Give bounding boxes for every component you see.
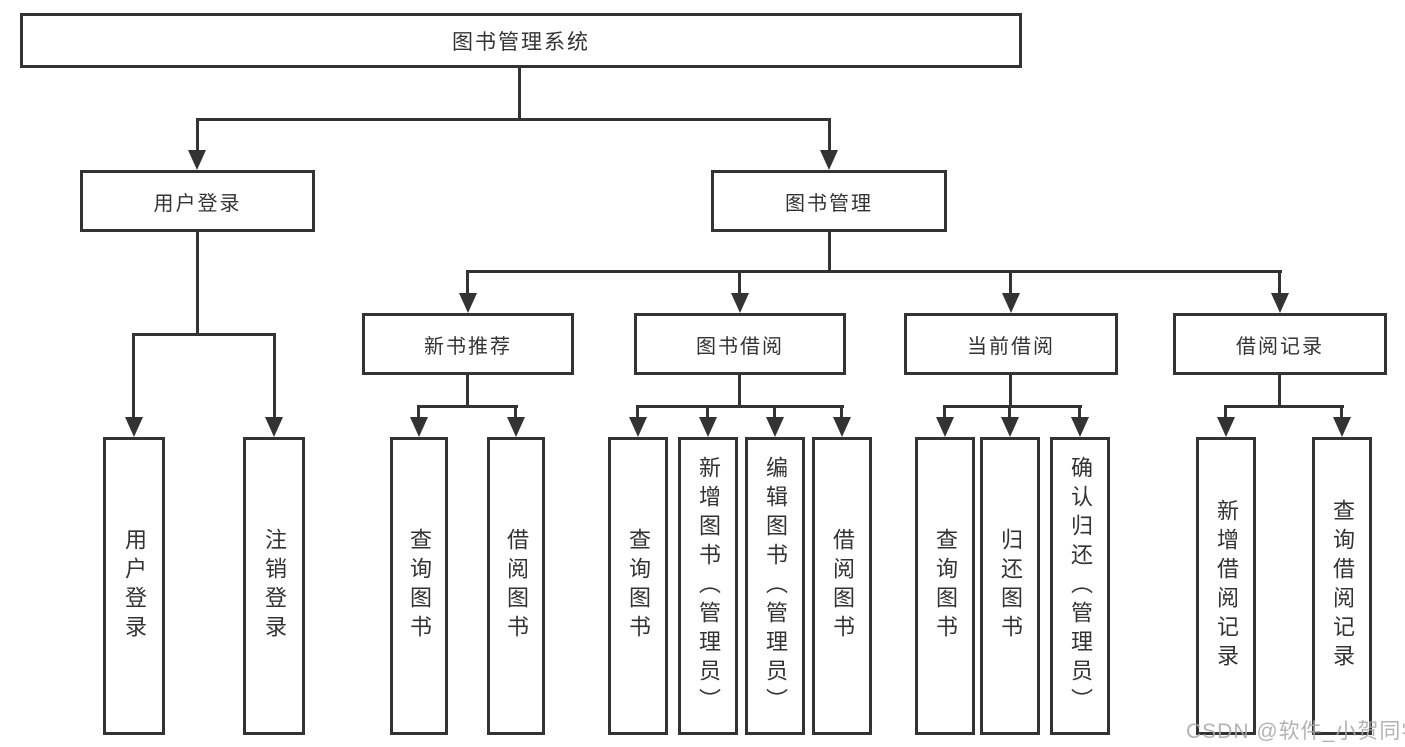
- node-new-book-recommend: 新书推荐: [362, 313, 574, 375]
- connector-line: [273, 333, 276, 419]
- arrowhead-down-icon: [188, 150, 206, 170]
- arrowhead-down-icon: [459, 293, 477, 313]
- arrowhead-down-icon: [766, 417, 784, 437]
- connector-line: [417, 405, 518, 408]
- leaf-return-books: 归还图书: [980, 437, 1040, 735]
- node-user-login: 用户登录: [80, 170, 315, 232]
- connector-line: [417, 405, 420, 419]
- connector-line: [636, 405, 639, 419]
- node-new-book-recommend-label: 新书推荐: [424, 335, 512, 358]
- node-book-management-label: 图书管理: [785, 192, 873, 215]
- connector-line: [196, 118, 199, 152]
- leaf-logout-label: 注销登录: [262, 528, 287, 644]
- arrowhead-down-icon: [731, 293, 749, 313]
- connector-line: [773, 405, 776, 419]
- watermark: CSDN @软件_小贺同学: [1186, 720, 1405, 743]
- leaf-user-login-label: 用户登录: [122, 528, 147, 644]
- connector-line: [1078, 405, 1081, 419]
- node-book-borrow-label: 图书借阅: [696, 335, 784, 358]
- connector-line: [1008, 405, 1011, 419]
- leaf-add-borrow-record-label: 新增借阅记录: [1214, 499, 1239, 673]
- arrowhead-down-icon: [1217, 417, 1235, 437]
- connector-line: [828, 232, 831, 273]
- connector-line: [1224, 405, 1227, 419]
- leaf-borrow-books-label: 借阅图书: [830, 528, 855, 644]
- leaf-query-books-borrow: 查询图书: [608, 437, 668, 735]
- leaf-query-books-borrow-label: 查询图书: [626, 528, 651, 644]
- leaf-add-books-admin: 新增图书（管理员）: [678, 437, 738, 735]
- node-current-borrow: 当前借阅: [904, 313, 1118, 375]
- node-borrow-records-label: 借阅记录: [1236, 335, 1324, 358]
- leaf-query-books-recommend-label: 查询图书: [407, 528, 432, 644]
- connector-line: [636, 405, 844, 408]
- node-book-management: 图书管理: [711, 170, 947, 232]
- arrowhead-down-icon: [1271, 293, 1289, 313]
- arrowhead-down-icon: [936, 417, 954, 437]
- connector-line: [466, 375, 469, 407]
- arrowhead-down-icon: [410, 417, 428, 437]
- arrowhead-down-icon: [125, 417, 143, 437]
- leaf-borrow-books-recommend-label: 借阅图书: [504, 528, 529, 644]
- leaf-logout: 注销登录: [243, 437, 305, 735]
- node-root: 图书管理系统: [20, 13, 1022, 68]
- connector-line: [1009, 270, 1012, 295]
- connector-line: [1278, 375, 1281, 407]
- connector-line: [943, 405, 946, 419]
- arrowhead-down-icon: [699, 417, 717, 437]
- leaf-query-books-current-label: 查询图书: [933, 528, 958, 644]
- connector-line: [1278, 270, 1281, 295]
- arrowhead-down-icon: [1002, 293, 1020, 313]
- arrowhead-down-icon: [1001, 417, 1019, 437]
- leaf-edit-books-admin: 编辑图书（管理员）: [745, 437, 805, 735]
- arrowhead-down-icon: [507, 417, 525, 437]
- arrowhead-down-icon: [833, 417, 851, 437]
- connector-line: [706, 405, 709, 419]
- node-book-borrow: 图书借阅: [634, 313, 846, 375]
- connector-line: [518, 67, 521, 120]
- arrowhead-down-icon: [820, 150, 838, 170]
- connector-line: [828, 118, 831, 152]
- leaf-return-books-label: 归还图书: [998, 528, 1023, 644]
- connector-line: [1009, 375, 1012, 407]
- arrowhead-down-icon: [1333, 417, 1351, 437]
- leaf-confirm-return-admin: 确认归还（管理员）: [1050, 437, 1110, 735]
- leaf-add-borrow-record: 新增借阅记录: [1196, 437, 1256, 735]
- leaf-query-books-current: 查询图书: [915, 437, 975, 735]
- connector-line: [196, 118, 831, 121]
- connector-line: [943, 405, 1082, 408]
- leaf-borrow-books-recommend: 借阅图书: [487, 437, 545, 735]
- connector-line: [196, 232, 199, 335]
- arrowhead-down-icon: [265, 417, 283, 437]
- connector-line: [514, 405, 517, 419]
- leaf-query-borrow-record: 查询借阅记录: [1312, 437, 1372, 735]
- leaf-add-books-admin-label: 新增图书（管理员）: [696, 455, 721, 717]
- connector-line: [466, 270, 469, 295]
- connector-line: [1224, 405, 1344, 408]
- connector-line: [466, 270, 1282, 273]
- leaf-query-borrow-record-label: 查询借阅记录: [1330, 499, 1355, 673]
- node-root-label: 图书管理系统: [452, 30, 590, 54]
- connector-line: [738, 270, 741, 295]
- arrowhead-down-icon: [629, 417, 647, 437]
- leaf-edit-books-admin-label: 编辑图书（管理员）: [763, 455, 788, 717]
- leaf-borrow-books: 借阅图书: [812, 437, 872, 735]
- connector-line: [738, 375, 741, 407]
- connector-line: [1340, 405, 1343, 419]
- node-borrow-records: 借阅记录: [1173, 313, 1387, 375]
- node-user-login-label: 用户登录: [153, 192, 242, 215]
- arrowhead-down-icon: [1071, 417, 1089, 437]
- connector-line: [132, 333, 276, 336]
- node-current-borrow-label: 当前借阅: [967, 335, 1055, 358]
- leaf-user-login: 用户登录: [103, 437, 165, 735]
- leaf-query-books-recommend: 查询图书: [390, 437, 448, 735]
- connector-line: [132, 333, 135, 419]
- connector-line: [840, 405, 843, 419]
- leaf-confirm-return-admin-label: 确认归还（管理员）: [1068, 455, 1093, 717]
